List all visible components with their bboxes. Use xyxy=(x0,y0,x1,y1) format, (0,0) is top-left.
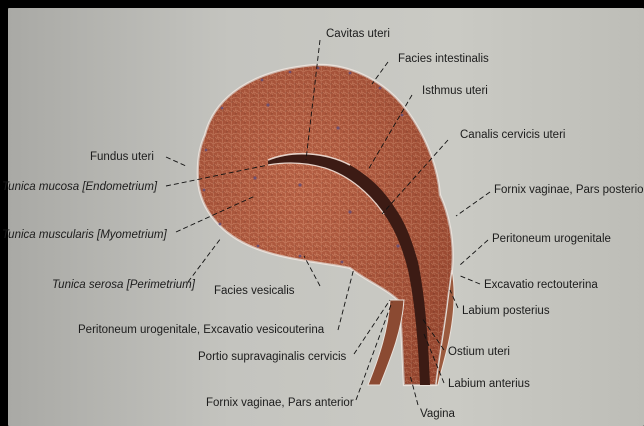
label-facies-vesicalis: Facies vesicalis xyxy=(214,285,295,297)
leader-excavatio-vesicouterina xyxy=(338,268,354,330)
label-vagina: Vagina xyxy=(420,408,456,420)
leader-fornix-posterior xyxy=(456,192,490,216)
label-portio-supravaginalis: Portio supravaginalis cervicis xyxy=(198,351,347,363)
label-excavatio-rectouterina: Excavatio rectouterina xyxy=(484,279,598,291)
label-fornix-vaginae-anterior: Fornix vaginae, Pars anterior xyxy=(206,397,354,409)
label-ostium-uteri: Ostium uteri xyxy=(448,346,510,358)
label-labium-anterius: Labium anterius xyxy=(448,378,530,390)
vagina-tube xyxy=(368,300,404,385)
label-labium-posterius: Labium posterius xyxy=(462,305,550,317)
label-facies-intestinalis: Facies intestinalis xyxy=(398,53,489,65)
leader-peritoneum-urogenitale xyxy=(460,240,488,265)
label-fundus-uteri: Fundus uteri xyxy=(90,151,154,163)
leader-excavatio-rectouterina xyxy=(458,275,480,284)
leader-fundus-uteri xyxy=(166,157,186,166)
label-tunica-serosa: Tunica serosa [Perimetrium] xyxy=(52,279,196,291)
label-tunica-mucosa: Tunica mucosa [Endometrium] xyxy=(2,181,158,193)
uterus-body xyxy=(198,65,454,385)
leader-tunica-serosa xyxy=(188,238,221,282)
label-canalis-cervicis-uteri: Canalis cervicis uteri xyxy=(460,129,565,141)
label-fornix-vaginae-posterior: Fornix vaginae, Pars posterior xyxy=(494,184,644,196)
label-cavitas-uteri: Cavitas uteri xyxy=(326,28,390,40)
label-peritoneum-excavatio-vesicouterina: Peritoneum urogenitale, Excavatio vesico… xyxy=(78,324,325,336)
label-peritoneum-urogenitale: Peritoneum urogenitale xyxy=(492,233,611,245)
label-tunica-muscularis: Tunica muscularis [Myometrium] xyxy=(2,229,167,241)
label-isthmus-uteri: Isthmus uteri xyxy=(422,85,488,97)
